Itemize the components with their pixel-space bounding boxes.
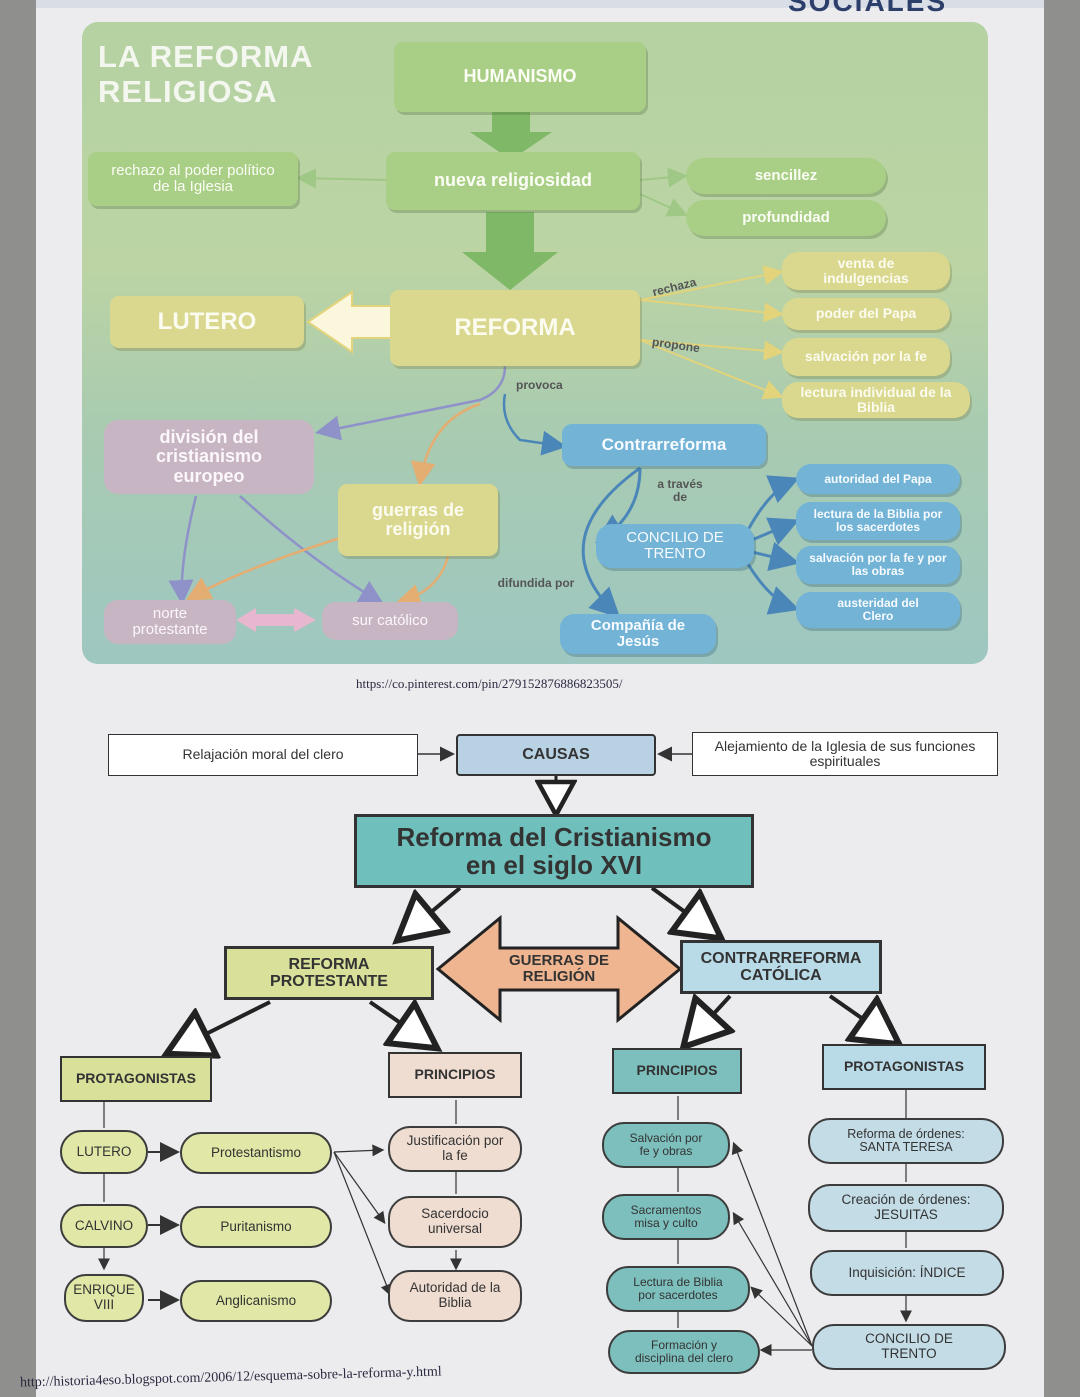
contrarreforma-catolica-node: CONTRARREFORMA CATÓLICA	[680, 940, 882, 994]
difundida-label: difundida por	[497, 576, 575, 590]
sacerdocio-node: Sacerdocio universal	[388, 1196, 522, 1248]
puritanismo-node: Puritanismo	[180, 1206, 332, 1248]
concilio-top-node: CONCILIO DE TRENTO	[596, 524, 754, 568]
protagonistas-right-node: PROTAGONISTAS	[822, 1044, 986, 1090]
guerras-top-node: guerras de religión	[338, 484, 498, 556]
alejamiento-node: Alejamiento de la Iglesia de sus funcion…	[692, 732, 998, 776]
relajacion-node: Relajación moral del clero	[108, 734, 418, 776]
poder-papa-node: poder del Papa	[782, 298, 950, 330]
formacion-node: Formación y disciplina del clero	[608, 1330, 760, 1374]
justificacion-node: Justificación por la fe	[388, 1126, 522, 1172]
compania-node: Compañía de Jesús	[560, 614, 716, 654]
rechazo-poder-node: rechazo al poder político de la Iglesia	[88, 152, 298, 206]
sencillez-node: sencillez	[686, 158, 886, 194]
protagonistas-left-node: PROTAGONISTAS	[60, 1056, 212, 1102]
principios-left-node: PRINCIPIOS	[388, 1052, 522, 1098]
reforma-protestante-node: REFORMA PROTESTANTE	[224, 946, 434, 1000]
venta-indulgencias-node: venta de indulgencias	[782, 252, 950, 290]
top-title-line2: RELIGIOSA	[98, 73, 278, 109]
main-topic-node: Reforma del Cristianismo en el siglo XVI	[354, 814, 754, 888]
reforma-ordenes-node: Reforma de órdenes: SANTA TERESA	[808, 1118, 1004, 1164]
salvacion-fe-node: salvación por la fe	[782, 338, 950, 376]
lutero-node: LUTERO	[110, 296, 304, 348]
main-topic-line2: en el siglo XVI	[465, 850, 643, 880]
lutero-bottom-node: LUTERO	[60, 1130, 148, 1174]
lectura-sacerdotes-top-node: lectura de la Biblia por los sacerdotes	[796, 502, 960, 540]
top-source-url[interactable]: https://co.pinterest.com/pin/27915287688…	[356, 676, 623, 691]
lectura-biblia-node: Lectura de Biblia por sacerdotes	[606, 1266, 750, 1312]
provoca-label: provoca	[516, 378, 563, 392]
principios-right-node: PRINCIPIOS	[612, 1048, 742, 1094]
autoridad-papa-top-node: autoridad del Papa	[796, 464, 960, 494]
guerras-bottom-node: GUERRAS DE RELIGIÓN	[508, 951, 609, 985]
inquisicion-node: Inquisición: ÍNDICE	[810, 1250, 1004, 1296]
sur-node: sur católico	[322, 602, 458, 640]
profundidad-node: profundidad	[686, 200, 886, 236]
anglicanismo-node: Anglicanismo	[180, 1280, 332, 1322]
salvacion-obras-node: Salvación por fe y obras	[602, 1122, 730, 1168]
top-strip	[36, 0, 1044, 8]
creacion-ordenes-node: Creación de órdenes: JESUITAS	[808, 1184, 1004, 1232]
causas-node: CAUSAS	[456, 734, 656, 776]
top-map-title: LA REFORMA RELIGIOSA	[98, 39, 314, 109]
contrarreforma-node: Contrarreforma	[562, 424, 766, 466]
lectura-individual-node: lectura individual de la Biblia	[782, 382, 970, 418]
concilio-bottom-node: CONCILIO DE TRENTO	[812, 1324, 1006, 1370]
austeridad-node: austeridad del Clero	[796, 592, 960, 628]
sacramentos-node: Sacramentos misa y culto	[602, 1194, 730, 1240]
autoridad-biblia-node: Autoridad de la Biblia	[388, 1270, 522, 1322]
enrique-viii-node: ENRIQUE VIII	[64, 1274, 144, 1322]
protestantismo-node: Protestantismo	[180, 1132, 332, 1174]
nueva-religiosidad-node: nueva religiosidad	[386, 152, 640, 210]
main-topic-line1: Reforma del Cristianismo	[396, 821, 712, 852]
salvacion-obras-top-node: salvación por la fe y por las obras	[796, 546, 960, 584]
a-traves-label: a través de	[657, 477, 703, 505]
top-title-line1: LA REFORMA	[98, 39, 314, 74]
reforma-node: REFORMA	[390, 290, 640, 366]
division-node: división del cristianismo europeo	[104, 420, 314, 494]
header-fragment: SOCIALES	[788, 0, 948, 17]
norte-node: norte protestante	[104, 600, 236, 644]
humanismo-node: HUMANISMO	[394, 42, 646, 112]
calvino-node: CALVINO	[60, 1204, 148, 1248]
